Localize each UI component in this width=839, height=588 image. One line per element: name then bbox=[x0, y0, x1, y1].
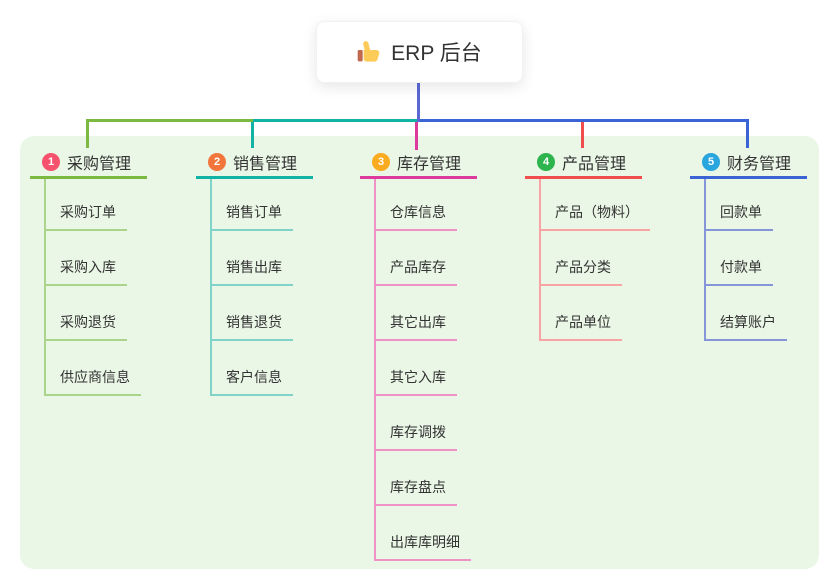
branch-children: 产品（物料） 产品分类 产品单位 bbox=[539, 179, 650, 341]
branch-product-management: 4 产品管理 产品（物料） 产品分类 产品单位 bbox=[525, 150, 650, 341]
connector-root-vertical bbox=[417, 83, 420, 122]
branch-children: 回款单 付款单 结算账户 bbox=[704, 179, 787, 341]
connector-drop-branch-1 bbox=[86, 119, 89, 148]
leaf-node[interactable]: 回款单 bbox=[706, 202, 773, 231]
leaf-node[interactable]: 其它出库 bbox=[376, 312, 457, 341]
leaf-node[interactable]: 销售出库 bbox=[212, 257, 293, 286]
leaf-node[interactable]: 销售订单 bbox=[212, 202, 293, 231]
connector-horizontal-branch-5 bbox=[418, 119, 749, 122]
leaf-node[interactable]: 产品库存 bbox=[376, 257, 457, 286]
leaf-node[interactable]: 结算账户 bbox=[706, 312, 787, 341]
leaf-node[interactable]: 采购入库 bbox=[46, 257, 127, 286]
connector-horizontal-branch-1 bbox=[87, 119, 253, 122]
branch-number-badge: 4 bbox=[537, 152, 555, 171]
root-node-label: ERP 后台 bbox=[391, 42, 482, 65]
branch-finance-management: 5 财务管理 回款单 付款单 结算账户 bbox=[690, 150, 807, 341]
branch-label: 采购管理 bbox=[67, 155, 132, 173]
connector-drop-branch-3 bbox=[415, 119, 418, 150]
leaf-node[interactable]: 销售退货 bbox=[212, 312, 293, 341]
leaf-node[interactable]: 采购退货 bbox=[46, 312, 127, 341]
branch-heading[interactable]: 2 销售管理 bbox=[196, 150, 313, 179]
leaf-node[interactable]: 仓库信息 bbox=[376, 202, 457, 231]
branch-label: 财务管理 bbox=[727, 155, 792, 173]
mindmap-panel bbox=[20, 136, 819, 569]
leaf-node[interactable]: 产品（物料） bbox=[541, 202, 650, 231]
leaf-node[interactable]: 产品单位 bbox=[541, 312, 622, 341]
branch-children: 采购订单 采购入库 采购退货 供应商信息 bbox=[44, 179, 141, 396]
branch-number-badge: 3 bbox=[372, 152, 390, 171]
branch-number-badge: 5 bbox=[702, 152, 720, 171]
branch-inventory-management: 3 库存管理 仓库信息 产品库存 其它出库 其它入库 库存调拨 库存盘点 出库库… bbox=[360, 150, 477, 561]
branch-number-badge: 2 bbox=[208, 152, 226, 171]
branch-children: 销售订单 销售出库 销售退货 客户信息 bbox=[210, 179, 293, 396]
branch-label: 产品管理 bbox=[562, 155, 627, 173]
branch-number-badge: 1 bbox=[42, 152, 60, 171]
connector-drop-branch-2 bbox=[251, 119, 254, 148]
leaf-node[interactable]: 采购订单 bbox=[46, 202, 127, 231]
leaf-node[interactable]: 供应商信息 bbox=[46, 367, 141, 396]
branch-heading[interactable]: 5 财务管理 bbox=[690, 150, 807, 179]
leaf-node[interactable]: 出库库明细 bbox=[376, 532, 471, 561]
branch-children: 仓库信息 产品库存 其它出库 其它入库 库存调拨 库存盘点 出库库明细 bbox=[374, 179, 471, 561]
leaf-node[interactable]: 库存调拨 bbox=[376, 422, 457, 451]
connector-drop-branch-4 bbox=[581, 119, 584, 148]
branch-heading[interactable]: 4 产品管理 bbox=[525, 150, 642, 179]
branch-purchase-management: 1 采购管理 采购订单 采购入库 采购退货 供应商信息 bbox=[30, 150, 147, 396]
connector-horizontal-branch-2 bbox=[253, 119, 418, 122]
root-node[interactable]: ERP 后台 bbox=[316, 21, 523, 83]
thumbs-up-icon bbox=[357, 41, 380, 62]
branch-sales-management: 2 销售管理 销售订单 销售出库 销售退货 客户信息 bbox=[196, 150, 313, 396]
branch-label: 库存管理 bbox=[397, 155, 462, 173]
leaf-node[interactable]: 客户信息 bbox=[212, 367, 293, 396]
leaf-node[interactable]: 其它入库 bbox=[376, 367, 457, 396]
branch-heading[interactable]: 1 采购管理 bbox=[30, 150, 147, 179]
leaf-node[interactable]: 产品分类 bbox=[541, 257, 622, 286]
branch-label: 销售管理 bbox=[233, 155, 298, 173]
branch-heading[interactable]: 3 库存管理 bbox=[360, 150, 477, 179]
leaf-node[interactable]: 库存盘点 bbox=[376, 477, 457, 506]
leaf-node[interactable]: 付款单 bbox=[706, 257, 773, 286]
connector-drop-branch-5 bbox=[746, 119, 749, 148]
